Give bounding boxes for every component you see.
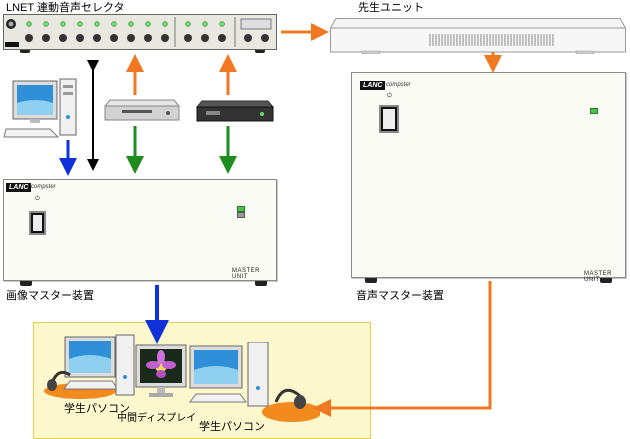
video-master-device: LANC compster ⏻ MASTER UNIT — [3, 179, 277, 281]
selector-panel-graphic — [3, 14, 277, 50]
video-master-unit-text: MASTER UNIT — [232, 268, 261, 280]
audio-master-sublabel: compster — [386, 82, 411, 88]
video-master-led-1 — [237, 206, 245, 212]
audio-master-unit-text: MASTER UNIT — [584, 271, 613, 283]
audio-selector-device — [3, 14, 277, 50]
video-master-sublabel: compster — [31, 184, 56, 190]
arrow-audio-master-to-classroom — [313, 281, 492, 417]
audio-master-logo: LANC — [360, 81, 386, 90]
selector-foot — [20, 50, 30, 53]
video-master-front-panel — [29, 211, 46, 235]
video-master-foot-right — [255, 281, 267, 286]
teacher-pc-icon — [3, 78, 77, 138]
hdd-recorder-icon — [196, 100, 274, 122]
teacher-unit-device — [329, 18, 627, 55]
student-pc-right-icon — [189, 342, 320, 422]
teacher-unit-label: 先生ユニット — [358, 2, 424, 14]
teacher-unit-graphic — [329, 18, 627, 55]
video-master-label: 画像マスター装置 — [6, 290, 94, 302]
student-pc-left-label: 学生パソコン — [64, 403, 130, 415]
video-master-power-icon: ⏻ — [35, 196, 40, 202]
dvd-player-icon — [104, 99, 180, 121]
audio-master-power-icon: ⏻ — [387, 93, 392, 99]
middle-display-icon — [135, 344, 187, 397]
selector-foot-right — [255, 50, 265, 53]
audio-master-device: LANC compster ⏻ MASTER UNIT — [351, 72, 626, 283]
audio-master-front-panel — [379, 105, 399, 133]
video-master-logo: LANC — [6, 183, 32, 192]
video-master-led-2 — [237, 212, 245, 218]
selector-label: LNET 連動音声セレクタ — [6, 2, 125, 14]
audio-master-foot-left — [365, 278, 377, 283]
student-pc-left-icon — [44, 334, 135, 399]
audio-master-foot-right — [600, 278, 612, 283]
video-master-foot-left — [20, 281, 32, 286]
audio-master-led — [590, 108, 598, 114]
audio-master-label: 音声マスター装置 — [356, 290, 444, 302]
middle-display-label: 中間ディスプレイ — [117, 413, 197, 424]
student-pc-right-label: 学生パソコン — [199, 421, 265, 433]
